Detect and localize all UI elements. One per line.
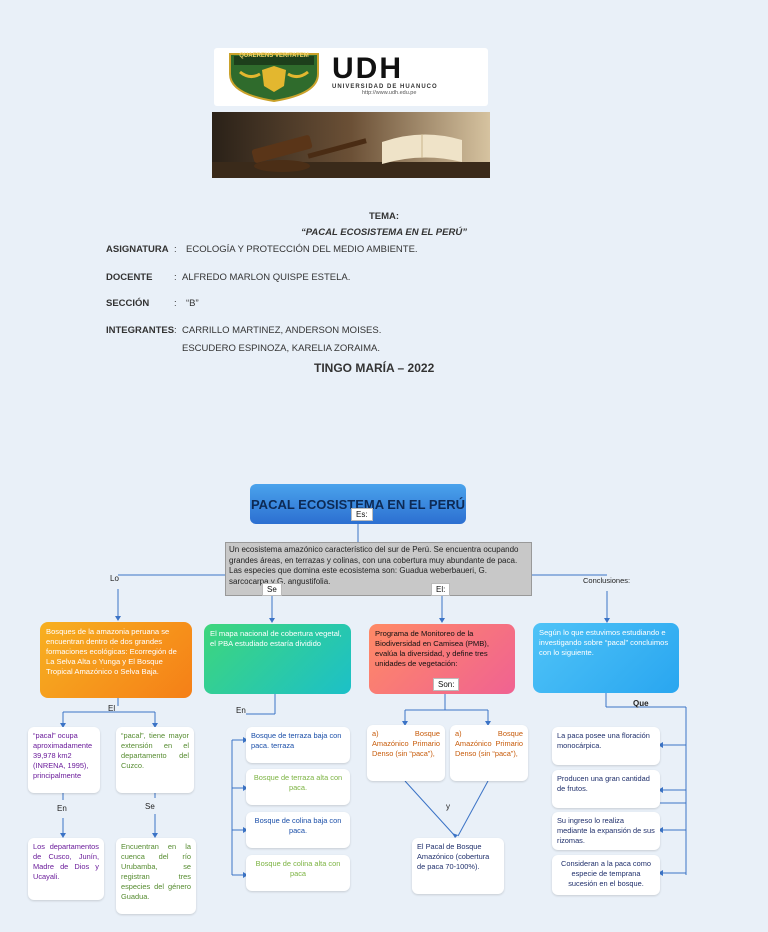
udh-brand: UDH — [332, 52, 403, 85]
seccion-sep: : — [174, 298, 177, 309]
branch3-node-a: a) Bosque Amazónico Primario Denso (sin … — [367, 725, 445, 781]
definition-box: Un ecosistema amazónico característico d… — [225, 542, 532, 596]
docente-sep: : — [174, 272, 177, 283]
branch3-node-b: a) Bosque Amazónico Primario Denso (sin … — [450, 725, 528, 781]
conclusion-2: Producen una gran cantidad de frutos. — [552, 770, 660, 808]
udh-url: http://www.udh.edu.pe — [362, 90, 417, 96]
university-logo-banner: QUAERENS VERITATEM UDH UNIVERSIDAD DE HU… — [214, 48, 488, 106]
gavel-books-image — [212, 112, 490, 178]
asignatura-label: ASIGNATURA — [106, 244, 169, 255]
conclusion-1: La paca posee una floración monocárpica. — [552, 727, 660, 765]
branch1-node-a: “pacal” ocupa aproximadamente 39,978 km2… — [28, 727, 100, 793]
shield-logo-icon — [229, 53, 319, 102]
integrantes-value-2: ESCUDERO ESPINOZA, KARELIA ZORAIMA. — [182, 343, 380, 354]
shield-text: QUAERENS VERITATEM — [239, 53, 309, 59]
se-connector: Se — [262, 583, 282, 596]
conclusiones-connector: Conclusiones: — [583, 576, 631, 585]
y-connector: y — [446, 802, 450, 811]
map-title: PACAL ECOSISTEMA EN EL PERÚ — [250, 484, 466, 524]
branch1-node-c: Los departamentos de Cusco, Junín, Madre… — [28, 838, 104, 900]
que-connector: Que — [633, 699, 649, 708]
footer-place-year: TINGO MARÍA – 2022 — [314, 361, 435, 375]
docente-value: ALFREDO MARLON QUISPE ESTELA. — [182, 272, 351, 283]
branch1-node-b: “pacal”, tiene mayor extensión en el dep… — [116, 727, 194, 793]
integrantes-value-1: CARRILLO MARTINEZ, ANDERSON MOISES. — [182, 325, 382, 336]
lo-connector: Lo — [110, 574, 119, 583]
branch1-node-d: Encuentran en la cuenca del río Urubamba… — [116, 838, 196, 914]
tema-value: “PACAL ECOSISTEMA EN EL PERÚ” — [301, 227, 467, 238]
conclusion-3: Su ingreso lo realiza mediante la expans… — [552, 812, 660, 850]
branch2-card: El mapa nacional de cobertura vegetal, e… — [204, 624, 351, 694]
tema-label: TEMA: — [368, 211, 400, 222]
udh-subtitle: UNIVERSIDAD DE HUANUCO — [332, 84, 438, 90]
branch2-item-2: Bosque de terraza alta con paca. — [246, 769, 350, 805]
son-connector: Son: — [433, 678, 460, 691]
branch2-item-4: Bosque de colina alta con paca — [246, 855, 350, 891]
branch2-item-1: Bosque de terraza baja con paca. terraza — [246, 727, 350, 763]
asignatura-value: ECOLOGÍA Y PROTECCIÓN DEL MEDIO AMBIENTE… — [186, 244, 418, 255]
el-sub-connector: El — [108, 704, 116, 713]
integrantes-sep: : — [174, 325, 177, 336]
es-connector: Es: — [351, 508, 373, 521]
branch2-item-3: Bosque de colina baja con paca. — [246, 812, 350, 848]
conclusion-4: Consideran a la paca como especie de tem… — [552, 855, 660, 895]
en-sub-connector: En — [57, 804, 67, 813]
branch3-node-c: El Pacal de Bosque Amazónico (cobertura … — [412, 838, 504, 894]
docente-label: DOCENTE — [106, 272, 153, 283]
seccion-value: “B” — [186, 298, 199, 309]
seccion-label: SECCIÓN — [106, 298, 150, 309]
branch1-card: Bosques de la amazonia peruana se encuen… — [40, 622, 192, 698]
el-connector: El: — [431, 583, 451, 596]
en-connector: En — [236, 706, 246, 715]
se-sub-connector: Se — [145, 802, 155, 811]
branch4-card: Según lo que estuvimos estudiando e inve… — [533, 623, 679, 693]
asignatura-sep: : — [174, 244, 177, 255]
integrantes-label: INTEGRANTES — [106, 325, 175, 336]
udh-logo: UDH UNIVERSIDAD DE HUANUCO http://www.ud… — [332, 54, 480, 98]
